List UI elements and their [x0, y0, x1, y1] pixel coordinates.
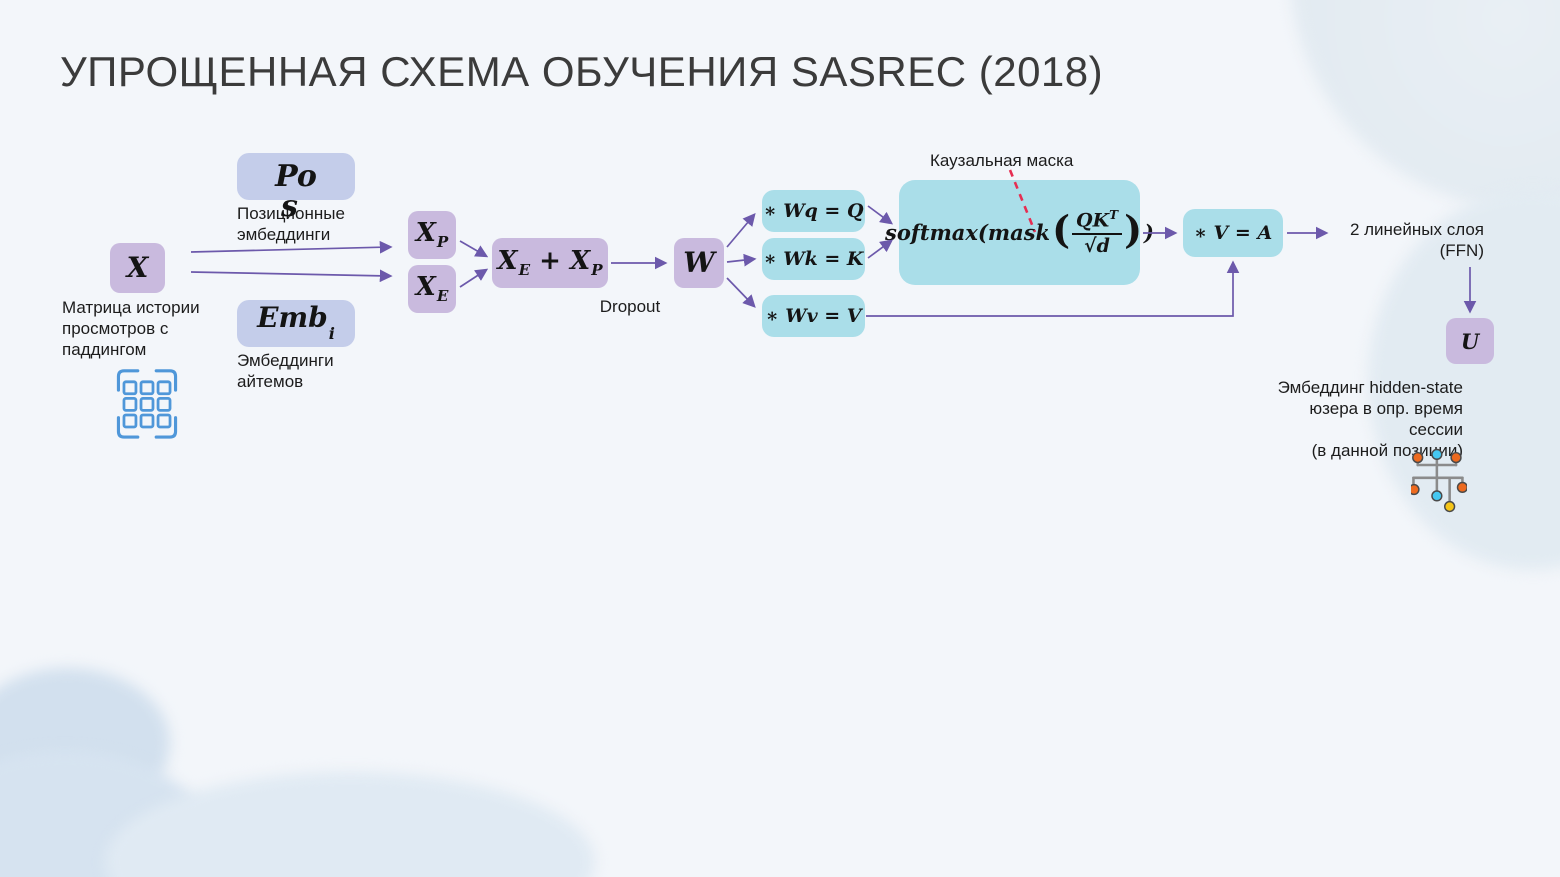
node-xe: XE: [408, 265, 456, 313]
pos-overflow-letter: s: [281, 189, 298, 224]
caption-hidden-state: Эмбеддинг hidden-state юзера в опр. врем…: [1277, 378, 1463, 460]
node-wk: ∗ Wk = K: [762, 238, 865, 280]
node-u: U: [1446, 318, 1494, 364]
node-x-input: X: [110, 243, 165, 293]
node-positional-embeddings: Po: [237, 153, 355, 200]
caption-x-matrix: Матрица истории просмотров с паддингом: [62, 298, 200, 359]
caption-items: Эмбеддинги айтемов: [237, 351, 334, 391]
network-tree-icon: [1411, 448, 1467, 513]
node-item-embeddings: Embi: [237, 300, 355, 347]
label-ffn: 2 линейных слоя (FFN): [1349, 220, 1484, 260]
label-causal-mask: Каузальная маска: [930, 151, 1074, 170]
node-w: W: [674, 238, 724, 288]
node-wq: ∗ Wq = Q: [762, 190, 865, 232]
node-va: ∗ V = A: [1183, 209, 1283, 257]
node-sum: XE + XP: [492, 238, 608, 288]
node-wv: ∗ Wv = V: [762, 295, 865, 337]
node-softmax: softmax(mask ( QKT √d ) ): [885, 180, 1154, 285]
fraction-qkt-sqrtd: QKT √d: [1072, 209, 1123, 257]
label-dropout: Dropout: [599, 297, 661, 316]
node-xp: XP: [408, 211, 456, 259]
matrix-grid-icon: [116, 369, 178, 439]
slide-title: УПРОЩЕННАЯ СХЕМА ОБУЧЕНИЯ SASREC (2018): [60, 48, 1104, 95]
caption-positional: Позиционные эмбеддинги: [237, 204, 345, 244]
